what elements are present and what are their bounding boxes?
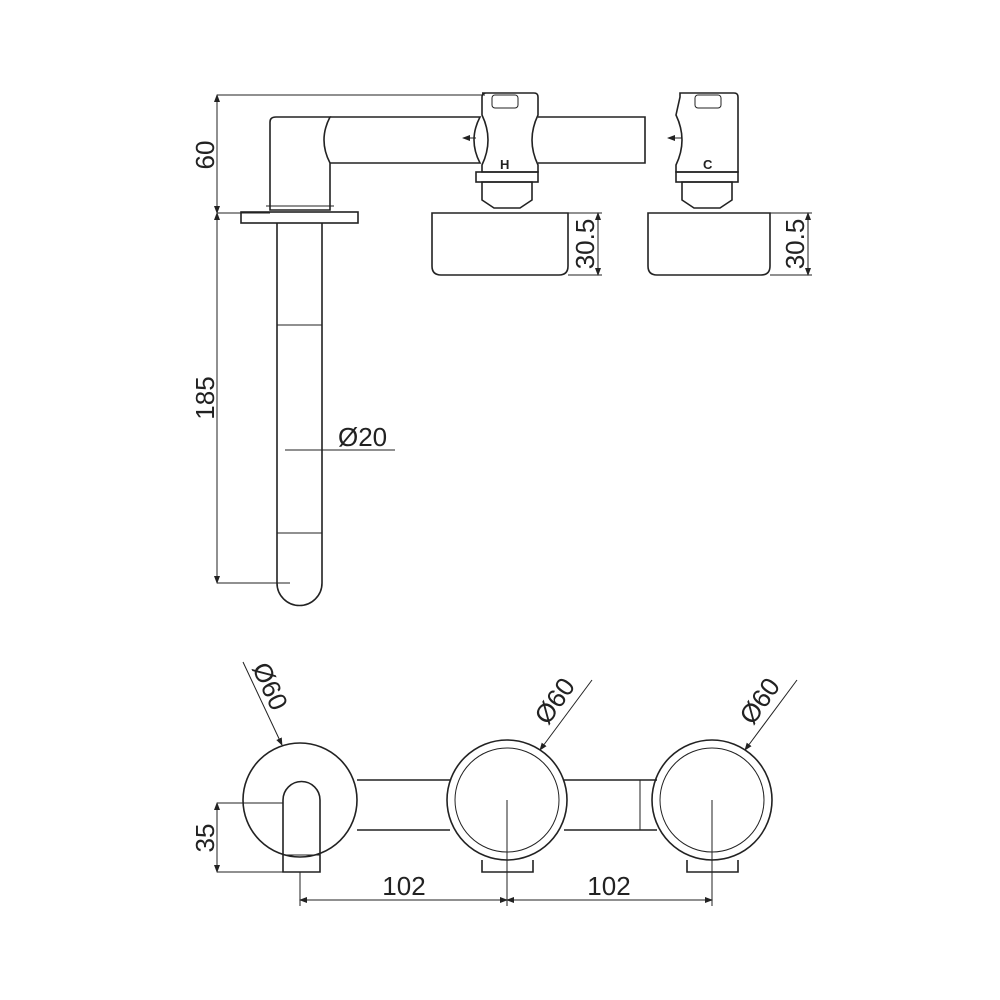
dimension-hot-handle-60: Ø60 — [528, 672, 581, 729]
dimension-hot-handle-30-5: 30.5 — [570, 219, 600, 270]
supply-pipe-right — [538, 116, 646, 164]
dimension-spout-plate-60: Ø60 — [246, 658, 294, 715]
cold-handle — [647, 212, 771, 276]
hot-marker: H — [500, 157, 509, 172]
spout-tube — [276, 223, 323, 607]
spout-front — [282, 780, 321, 873]
cold-nut — [681, 181, 733, 209]
hot-nut — [481, 181, 533, 209]
supply-pipe-left — [330, 116, 482, 164]
cold-marker: C — [703, 157, 713, 172]
dimension-102-left: 102 — [382, 871, 425, 901]
dimension-60: 60 — [190, 141, 220, 170]
front-view: 35 102 102 Ø60 Ø60 Ø60 — [190, 658, 798, 906]
wall-plate — [240, 211, 359, 224]
dimension-cold-handle-30-5: 30.5 — [780, 219, 810, 270]
hot-valve: H — [431, 92, 569, 276]
leader-cold-diameter — [744, 679, 798, 751]
hot-lever-icon — [491, 94, 519, 109]
cold-collar — [675, 171, 739, 183]
dimension-35: 35 — [190, 824, 220, 853]
hot-handle — [431, 212, 569, 276]
hot-collar — [475, 171, 539, 183]
cold-valve: C — [647, 92, 771, 276]
side-view: 60 185 Ø20 H C — [190, 92, 812, 607]
spout-wall-plate — [242, 742, 358, 858]
leader-spout-diameter — [242, 661, 283, 746]
front-pipe-left — [357, 779, 450, 831]
leader-hot-diameter — [539, 679, 593, 751]
dimension-102-right: 102 — [587, 871, 630, 901]
dimension-185: 185 — [190, 376, 220, 419]
front-pipe-right — [564, 779, 657, 831]
dimension-cold-handle-60: Ø60 — [733, 672, 786, 729]
spout-elbow — [269, 116, 332, 211]
dimension-diameter-20: Ø20 — [338, 422, 387, 452]
cold-lever-icon — [694, 94, 722, 109]
